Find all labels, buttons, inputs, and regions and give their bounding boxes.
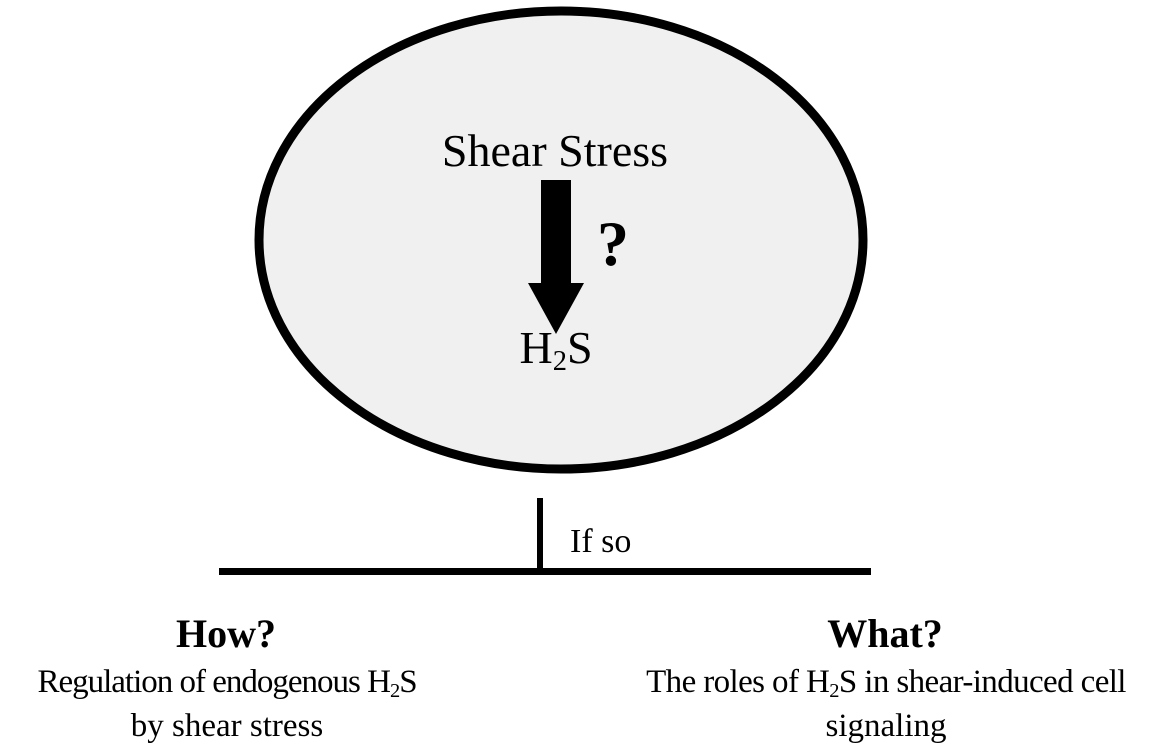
how-description-line2: by shear stress (130, 708, 324, 744)
down-arrow-icon (528, 180, 584, 334)
what-description-line1: The roles of H2S in shear-induced cell (646, 664, 1127, 703)
what-line1-suffix: S in shear-induced cell (838, 664, 1127, 700)
what-heading: What? (827, 611, 943, 656)
h2s-label: H2S (519, 322, 593, 376)
what-line1-subscript: 2 (829, 680, 839, 703)
what-description-line2: signaling (825, 708, 947, 744)
h2s-base: H (519, 322, 553, 373)
question-mark: ? (597, 208, 629, 279)
how-line1-subscript: 2 (389, 680, 400, 703)
connector-vertical-line (537, 498, 543, 574)
arrow-head (528, 283, 584, 334)
h2s-subscript: 2 (552, 346, 567, 378)
how-line1-suffix: S (399, 664, 417, 700)
shear-stress-label: Shear Stress (441, 125, 669, 176)
branch-horizontal-line (219, 568, 871, 575)
how-line1-prefix: Regulation of endogenous H (37, 664, 391, 700)
h2s-suffix: S (566, 322, 593, 373)
what-line1-prefix: The roles of H (646, 664, 830, 700)
how-description-line1: Regulation of endogenous H2S (37, 664, 417, 703)
arrow-shaft (541, 180, 571, 284)
how-heading: How? (176, 611, 276, 656)
if-so-label: If so (570, 523, 632, 560)
